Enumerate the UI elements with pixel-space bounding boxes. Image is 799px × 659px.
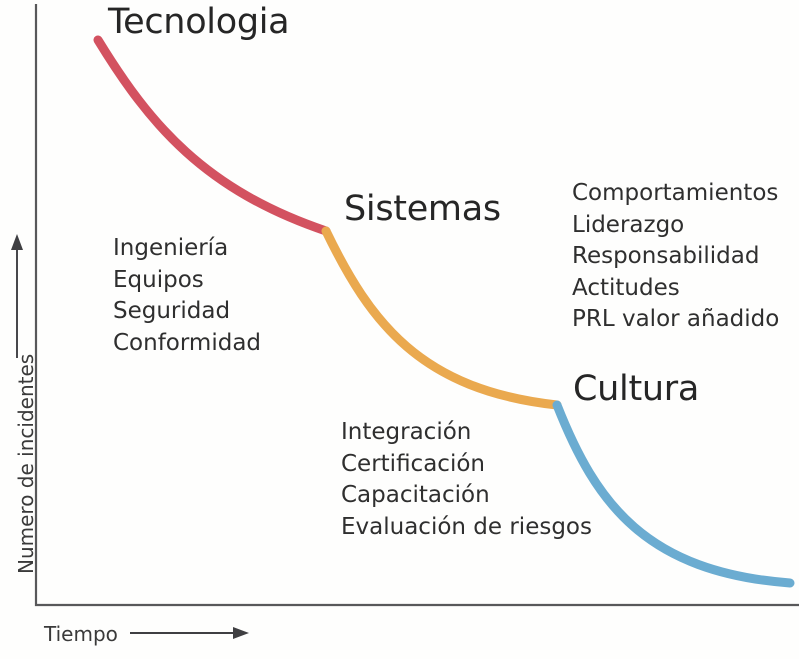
stage-title-sistemas: Sistemas [344, 189, 501, 229]
list-item: Ingeniería [113, 235, 229, 261]
y-axis-arrow-icon [11, 234, 23, 358]
x-axis-label: Tiempo [44, 622, 118, 646]
list-item: Responsabilidad [572, 243, 760, 269]
list-item: Actitudes [572, 274, 680, 301]
list-item: Capacitación [341, 482, 490, 508]
bullet-list-sistemas: Integración Certificación Capacitación E… [341, 417, 592, 543]
curve-tecnologia [93, 35, 331, 236]
axis-frame [34, 4, 799, 607]
list-item: PRL valor añadido [572, 306, 780, 332]
curve-cultura [552, 400, 795, 588]
list-item: Evaluación de riesgos [341, 513, 592, 540]
bullet-list-cultura: Comportamientos Liderazgo Responsabilida… [572, 178, 779, 336]
stage-title-cultura: Cultura [573, 369, 699, 409]
y-axis-label: Numero de incidentes [14, 353, 38, 574]
stage-title-tecnologia: Tecnologia [108, 2, 290, 42]
list-item: Comportamientos [572, 180, 779, 206]
list-item: Seguridad [113, 298, 231, 324]
list-item: Equipos [113, 266, 204, 293]
bullet-list-tecnologia: Ingeniería Equipos Seguridad Conformidad [113, 233, 261, 359]
list-item: Liderazgo [572, 211, 685, 238]
list-item: Certificación [341, 450, 485, 477]
x-axis-arrow-icon [130, 627, 249, 639]
list-item: Integración [341, 419, 472, 445]
list-item: Conformidad [113, 329, 262, 356]
curve-sistemas [321, 226, 562, 410]
